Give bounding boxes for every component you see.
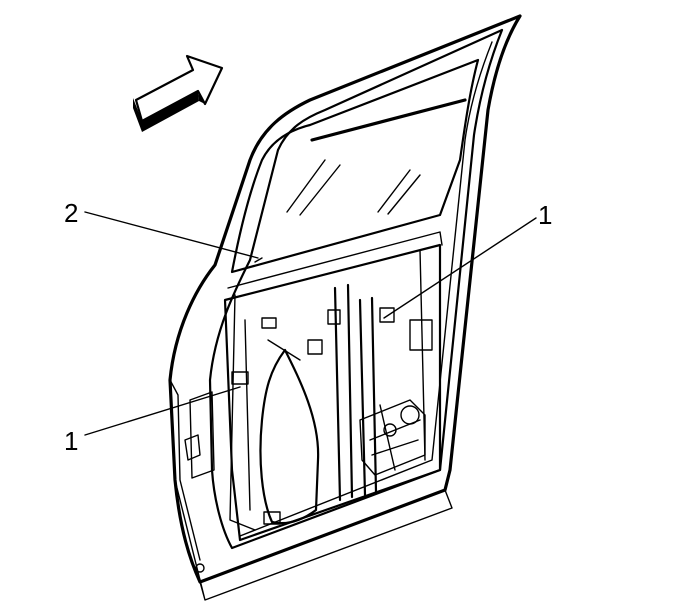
leader-line-1-right <box>383 217 537 319</box>
callout-label-1-right: 1 <box>538 200 552 230</box>
callout-label-1-left: 1 <box>64 426 78 456</box>
callout-label-2: 2 <box>64 198 78 228</box>
window-regulator <box>359 399 426 476</box>
window-glass <box>230 58 480 274</box>
door-shell <box>168 14 522 601</box>
inner-panel <box>223 231 443 542</box>
leader-line-1-left <box>84 386 241 436</box>
hinge-detail <box>184 391 215 573</box>
leader-lines <box>84 211 537 436</box>
glass-run-channel <box>333 283 378 502</box>
leader-line-2 <box>84 211 259 259</box>
panel-clips <box>231 307 395 525</box>
water-deflector <box>259 339 320 525</box>
arrow-forward-icon <box>133 54 224 132</box>
